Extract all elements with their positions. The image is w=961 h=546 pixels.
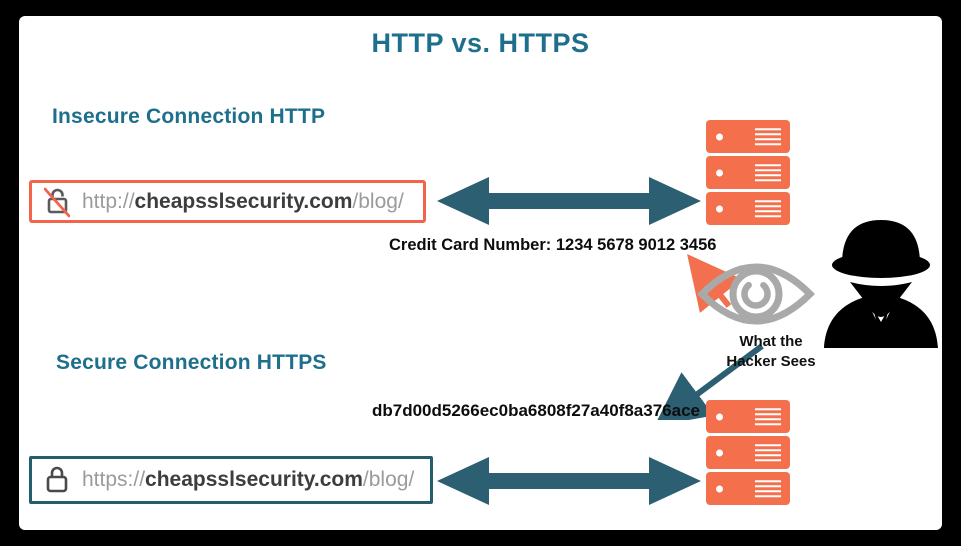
https-traffic-double-arrow: [437, 457, 701, 505]
url-path: /blog/: [362, 468, 415, 491]
server-icon: [706, 156, 790, 189]
https-address-bar: https://cheapsslsecurity.com/blog/: [29, 456, 433, 504]
http-server-stack-icon: [706, 120, 790, 225]
locked-padlock-icon: [44, 464, 70, 496]
hacker-sees-label-line1: What the: [739, 333, 803, 350]
unlocked-slashed-lock-icon: [43, 186, 71, 218]
insecure-http-heading: Insecure Connection HTTP: [52, 105, 326, 128]
intercepted-credit-card-text: Credit Card Number: 1234 5678 9012 3456: [389, 236, 717, 254]
hacker-sees-label: What the Hacker Sees: [691, 332, 851, 372]
url-domain: cheapsslsecurity.com: [134, 189, 353, 213]
server-icon: [706, 436, 790, 469]
http-traffic-double-arrow: [437, 177, 701, 225]
http-address-bar: http://cheapsslsecurity.com/blog/: [29, 180, 426, 223]
url-domain: cheapsslsecurity.com: [145, 468, 363, 491]
hacker-spy-icon: [824, 220, 938, 348]
page-title: HTTP vs. HTTPS: [371, 28, 590, 58]
http-url-text: http://cheapsslsecurity.com/blog/: [82, 190, 404, 214]
diagram-canvas: HTTP vs. HTTPS Insecure Connection HTTP …: [19, 16, 942, 530]
server-icon: [706, 472, 790, 505]
server-icon: [706, 400, 790, 433]
hacker-sees-label-line2: Hacker Sees: [726, 353, 816, 370]
url-path: /blog/: [352, 189, 404, 213]
eye-to-ciphertext-arrow: [654, 343, 764, 420]
encrypted-data-text: db7d00d5266ec0ba6808f27a40f8a376ace: [372, 401, 700, 420]
eye-to-plaintext-arrow: [687, 253, 739, 313]
surveillance-eye-icon: [697, 263, 815, 325]
url-protocol: https://: [82, 468, 146, 491]
https-server-stack-icon: [706, 400, 790, 505]
https-url-text: https://cheapsslsecurity.com/blog/: [82, 468, 414, 492]
secure-https-heading: Secure Connection HTTPS: [56, 351, 327, 374]
url-protocol: http://: [82, 189, 135, 213]
server-icon: [706, 120, 790, 153]
server-icon: [706, 192, 790, 225]
